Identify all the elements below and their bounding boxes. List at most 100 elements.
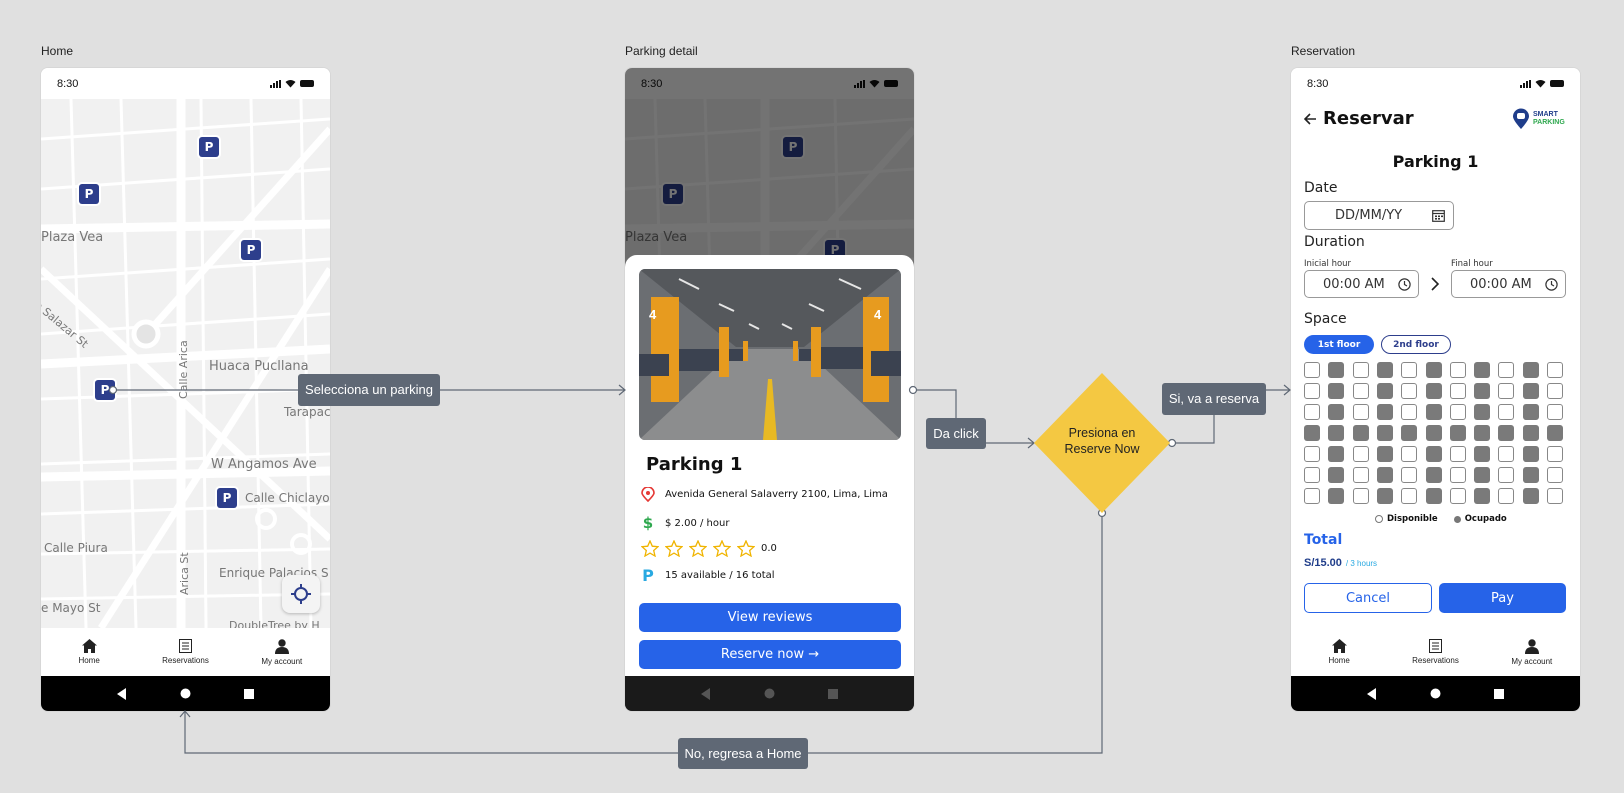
parking-p-icon: P	[642, 566, 654, 585]
pillar-number: 4	[874, 307, 882, 322]
view-reviews-button[interactable]: View reviews	[639, 603, 901, 632]
seat-available[interactable]	[1498, 404, 1515, 420]
pillar-number: 4	[649, 307, 657, 322]
frame-label-detail: Parking detail	[625, 44, 698, 58]
parking-pin[interactable]: P	[199, 137, 219, 157]
connector-label-click: Da click	[926, 418, 986, 449]
seat-occupied	[1449, 425, 1466, 441]
seat-available[interactable]	[1449, 467, 1466, 483]
seat-available[interactable]	[1352, 467, 1369, 483]
seat-available[interactable]	[1547, 404, 1563, 420]
back-header[interactable]: Reservar	[1304, 108, 1414, 129]
home-circle-icon[interactable]	[764, 688, 775, 699]
seat-available[interactable]	[1449, 488, 1466, 504]
nav-account[interactable]: My account	[242, 638, 322, 666]
floor-1-tab[interactable]: 1st floor	[1304, 335, 1374, 354]
locate-button[interactable]	[282, 575, 320, 613]
back-triangle-icon[interactable]	[117, 687, 127, 700]
recents-square-icon[interactable]	[243, 688, 254, 699]
recents-square-icon[interactable]	[827, 688, 838, 699]
floor-2-tab[interactable]: 2nd floor	[1381, 335, 1451, 354]
seat-available[interactable]	[1547, 467, 1563, 483]
seat-available[interactable]	[1401, 467, 1418, 483]
nav-home[interactable]: Home	[49, 639, 129, 665]
status-bar: 8:30	[41, 68, 330, 99]
nav-home[interactable]: Home	[1299, 639, 1379, 665]
seat-available[interactable]	[1498, 488, 1515, 504]
date-placeholder: DD/MM/YY	[1335, 208, 1403, 223]
seat-available[interactable]	[1401, 446, 1418, 462]
back-triangle-icon[interactable]	[701, 687, 711, 700]
seat-available[interactable]	[1304, 404, 1320, 420]
seat-available[interactable]	[1449, 404, 1466, 420]
seat-occupied	[1376, 404, 1393, 420]
seat-available[interactable]	[1401, 362, 1418, 378]
seat-available[interactable]	[1498, 467, 1515, 483]
seat-available[interactable]	[1304, 467, 1320, 483]
seat-occupied	[1522, 362, 1539, 378]
star-rating	[641, 540, 755, 557]
home-circle-icon[interactable]	[180, 688, 191, 699]
seat-available[interactable]	[1352, 488, 1369, 504]
seat-available[interactable]	[1547, 488, 1563, 504]
reserve-now-button[interactable]: Reserve now →	[639, 640, 901, 669]
seat-available[interactable]	[1498, 362, 1515, 378]
availability-text: 15 available / 16 total	[665, 570, 775, 581]
map-view[interactable]: P P P P P Plaza Vea do Salazar St Calle …	[41, 99, 330, 628]
seat-available[interactable]	[1401, 404, 1418, 420]
seat-available[interactable]	[1304, 446, 1320, 462]
seat-available[interactable]	[1401, 383, 1418, 399]
seat-available[interactable]	[1449, 383, 1466, 399]
nav-account[interactable]: My account	[1492, 638, 1572, 666]
cancel-button[interactable]: Cancel	[1304, 583, 1432, 613]
seat-available[interactable]	[1352, 383, 1369, 399]
decision-text: Presiona en Reserve Now	[1064, 426, 1140, 456]
map-label: e Mayo St	[41, 601, 101, 615]
seat-occupied	[1522, 488, 1539, 504]
logo-text-smart: SMART	[1533, 111, 1558, 118]
seat-available[interactable]	[1547, 383, 1563, 399]
back-triangle-icon[interactable]	[1367, 687, 1377, 700]
seat-available[interactable]	[1401, 488, 1418, 504]
parking-pin[interactable]: P	[79, 184, 99, 204]
nav-reservations[interactable]: Reservations	[145, 639, 225, 665]
home-circle-icon[interactable]	[1430, 688, 1441, 699]
seat-available[interactable]	[1304, 383, 1320, 399]
arrowhead	[1283, 384, 1291, 396]
parking-pin-selected[interactable]: P	[95, 380, 115, 400]
seat-available[interactable]	[1498, 383, 1515, 399]
seat-available[interactable]	[1547, 446, 1563, 462]
arrow-left-icon[interactable]	[1304, 112, 1317, 125]
nav-reservations[interactable]: Reservations	[1395, 639, 1475, 665]
legend-free-swatch	[1375, 515, 1383, 523]
parking-pin[interactable]: P	[217, 488, 237, 508]
seat-occupied	[1425, 467, 1442, 483]
parking-pin[interactable]: P	[241, 240, 261, 260]
seat-available[interactable]	[1449, 362, 1466, 378]
seat-available[interactable]	[1304, 362, 1320, 378]
status-bar: 8:30	[1291, 68, 1580, 99]
recents-square-icon[interactable]	[1493, 688, 1504, 699]
seat-occupied	[1328, 467, 1345, 483]
seat-occupied	[1474, 404, 1491, 420]
seat-available[interactable]	[1304, 488, 1320, 504]
seat-occupied	[1474, 425, 1491, 441]
initial-hour-field[interactable]: 00:00 AM	[1304, 270, 1419, 298]
seat-available[interactable]	[1352, 362, 1369, 378]
seat-available[interactable]	[1498, 446, 1515, 462]
android-nav-bar	[625, 676, 914, 711]
final-hour-field[interactable]: 00:00 AM	[1451, 270, 1566, 298]
rating-value: 0.0	[761, 543, 777, 554]
address-text: Avenida General Salaverry 2100, Lima, Li…	[665, 489, 888, 500]
rating-row: 0.0	[641, 540, 777, 557]
seat-available[interactable]	[1352, 404, 1369, 420]
logo-pin-icon	[1513, 108, 1529, 129]
seat-available[interactable]	[1352, 446, 1369, 462]
pay-button[interactable]: Pay	[1439, 583, 1566, 613]
seat-occupied	[1522, 446, 1539, 462]
seat-available[interactable]	[1449, 446, 1466, 462]
seat-available[interactable]	[1547, 362, 1563, 378]
list-icon	[178, 639, 192, 653]
date-field[interactable]: DD/MM/YY	[1304, 201, 1454, 230]
android-nav-bar	[41, 676, 330, 711]
